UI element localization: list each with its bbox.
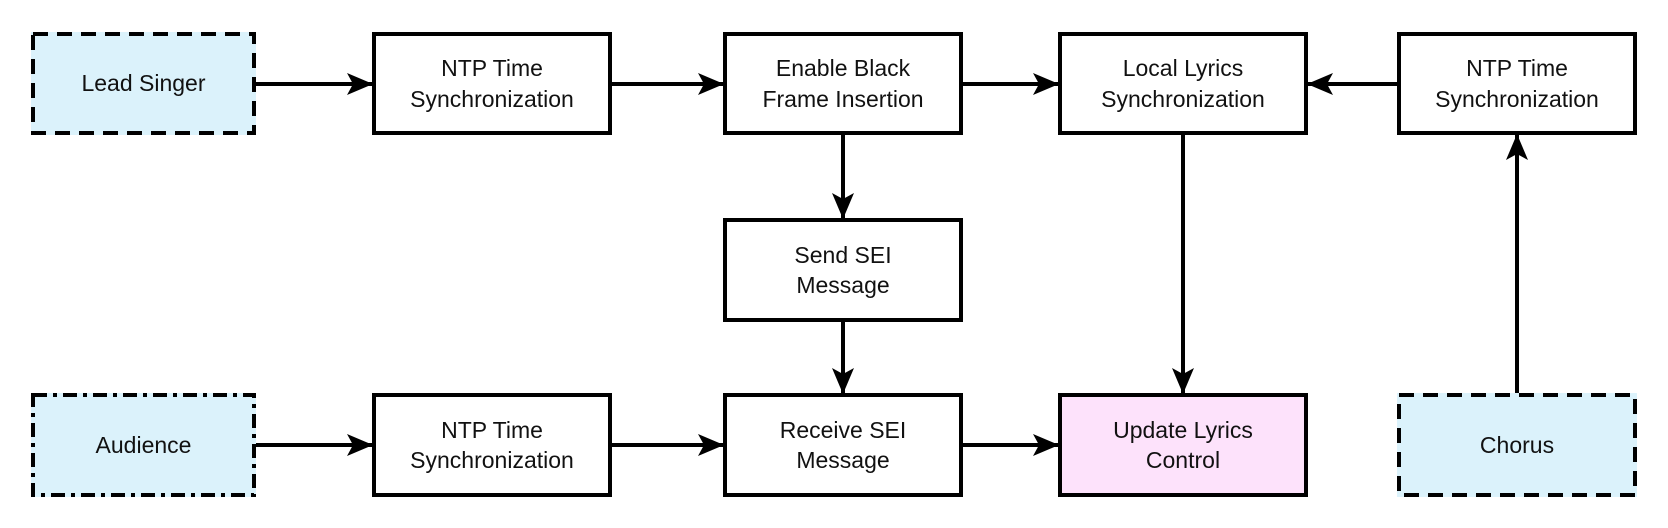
node-label: NTP Time Synchronization xyxy=(410,416,574,473)
node-label: Enable Black Frame Insertion xyxy=(762,55,924,112)
node-label: Chorus xyxy=(1479,431,1555,458)
node-local-lyrics-synchronization: Local Lyrics Synchronization xyxy=(1058,32,1308,135)
node-label: Send SEI Message xyxy=(794,241,892,298)
node-label: NTP Time Synchronization xyxy=(410,55,574,112)
node-ntp-time-sync-audience: NTP Time Synchronization xyxy=(372,393,612,497)
node-update-lyrics-control: Update Lyrics Control xyxy=(1058,393,1308,497)
node-chorus: Chorus xyxy=(1397,393,1637,497)
node-label: Update Lyrics Control xyxy=(1113,416,1253,473)
node-audience: Audience xyxy=(31,393,256,497)
node-label: Lead Singer xyxy=(81,70,206,97)
node-ntp-time-sync-lead: NTP Time Synchronization xyxy=(372,32,612,135)
node-label: NTP Time Synchronization xyxy=(1435,55,1599,112)
node-send-sei-message: Send SEI Message xyxy=(723,218,963,322)
node-receive-sei-message: Receive SEI Message xyxy=(723,393,963,497)
node-lead-singer: Lead Singer xyxy=(31,32,256,135)
node-enable-black-frame-insertion: Enable Black Frame Insertion xyxy=(723,32,963,135)
node-label: Audience xyxy=(95,431,192,458)
node-ntp-time-sync-chorus: NTP Time Synchronization xyxy=(1397,32,1637,135)
node-label: Local Lyrics Synchronization xyxy=(1101,55,1265,112)
node-label: Receive SEI Message xyxy=(779,416,907,473)
